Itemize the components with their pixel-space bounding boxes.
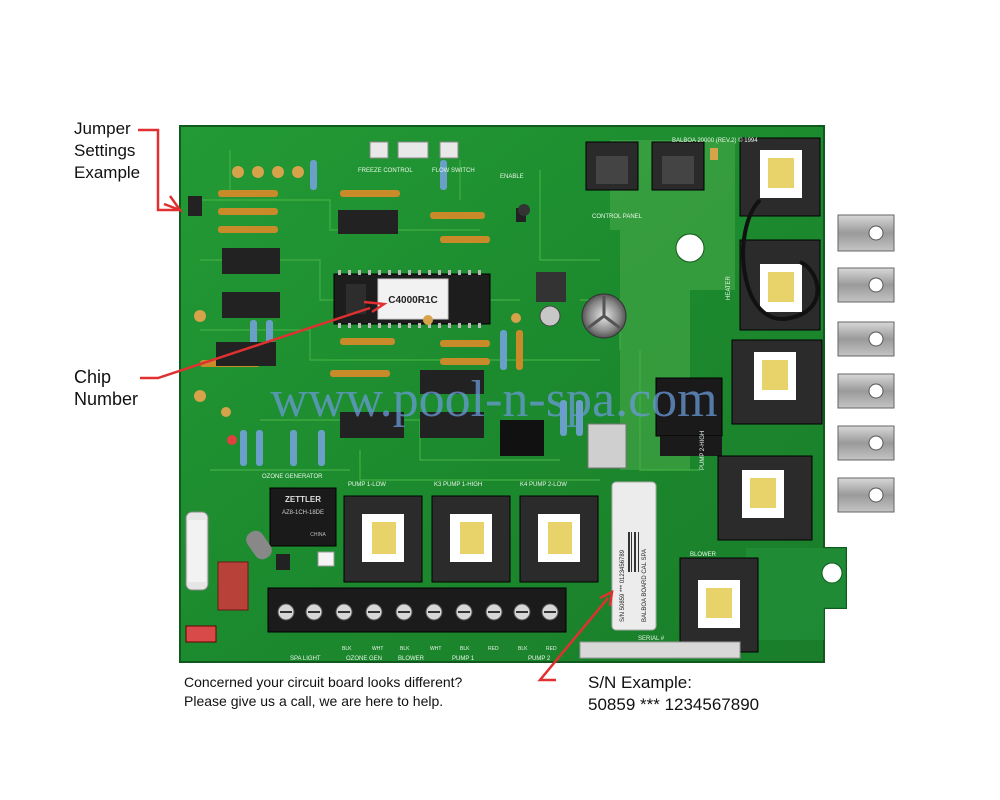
svg-text:OZONE GENERATOR: OZONE GENERATOR [262,474,323,480]
callout-lines [138,128,614,682]
chip-number-callout: Chip Number [74,366,138,410]
svg-text:BLK: BLK [400,646,410,652]
svg-text:HEATER: HEATER [726,275,732,300]
main-eprom-chip: C4000R1C [333,270,491,328]
sn-line-1: S/N Example: [588,673,692,692]
svg-text:BALBOA BOARD CAL SPA: BALBOA BOARD CAL SPA [642,549,648,622]
svg-text:PUMP 1-LOW: PUMP 1-LOW [348,482,386,488]
help-note: Concerned your circuit board looks diffe… [184,673,462,711]
svg-text:S/N 50859 *** 0123456789: S/N 50859 *** 0123456789 [620,549,626,622]
integrated-circuits [216,208,566,456]
capacitors [194,166,627,445]
svg-text:ENABLE: ENABLE [500,174,524,180]
terminal-block [267,587,567,633]
svg-text:BLOWER: BLOWER [690,552,717,558]
svg-text:PUMP 2: PUMP 2 [528,656,551,662]
svg-text:PUMP 1: PUMP 1 [452,656,475,662]
svg-text:K3 PUMP 1-HIGH: K3 PUMP 1-HIGH [434,482,482,488]
chip-number-label: C4000R1C [388,295,437,306]
svg-text:BALBOA 20000 (REV.2) © 1994: BALBOA 20000 (REV.2) © 1994 [672,137,758,144]
svg-text:FREEZE CONTROL: FREEZE CONTROL [358,168,413,174]
jumper-line-1: Jumper [74,119,131,138]
svg-text:PUMP 2-HIGH: PUMP 2-HIGH [700,431,706,470]
sn-line-2: 50859 *** 1234567890 [588,695,760,714]
silkscreen-labels: PUMP 1-LOW K3 PUMP 1-HIGH K4 PUMP 2-LOW … [262,137,758,662]
svg-text:CHINA: CHINA [310,532,326,538]
fuse-and-parts [185,511,335,611]
power-relays [343,137,823,653]
metal-terminal-tabs [837,214,895,513]
svg-text:RED: RED [488,646,499,652]
top-connectors [185,141,718,643]
svg-text:AZ8-1CH-18DE: AZ8-1CH-18DE [282,510,324,516]
svg-text:WHT: WHT [372,646,383,652]
svg-text:WHT: WHT [430,646,441,652]
svg-text:BLK: BLK [342,646,352,652]
svg-text:BLK: BLK [518,646,528,652]
svg-text:FLOW SWITCH: FLOW SWITCH [432,168,475,174]
zettler-relays: ZETTLER AZ8-1CH-18DE CHINA ZETTLER AZ8-1… [269,377,723,547]
svg-text:RED: RED [546,646,557,652]
jumper-line-2: Settings [74,141,136,160]
help-note-line-2: Please give us a call, we are here to he… [184,693,444,709]
svg-text:BLOWER: BLOWER [398,656,425,662]
terminal-wire-colors: BLK WHT BLK WHT BLK RED BLK RED [342,646,557,652]
help-note-line-1: Concerned your circuit board looks diffe… [184,674,463,690]
svg-text:ZETTLER: ZETTLER [285,495,321,504]
jumper-settings-callout: Jumper Settings Example [74,118,140,184]
chip-line-1: Chip [74,367,112,387]
chip-line-2: Number [74,389,139,409]
svg-text:SPA LIGHT: SPA LIGHT [290,656,321,662]
serial-number-callout: S/N Example: 50859 *** 1234567890 [588,672,759,716]
serial-number-sticker: S/N 50859 *** 0123456789 BALBOA BOARD CA… [611,481,657,631]
watermark-text: www.pool-n-spa.com [270,371,717,428]
svg-text:K4 PUMP 2-LOW: K4 PUMP 2-LOW [520,482,567,488]
svg-text:OZONE GEN: OZONE GEN [346,656,382,662]
serial-label: SERIAL # [638,636,665,642]
jumper-line-3: Example [74,163,141,182]
svg-text:BLK: BLK [460,646,470,652]
svg-text:CONTROL PANEL: CONTROL PANEL [592,214,643,220]
